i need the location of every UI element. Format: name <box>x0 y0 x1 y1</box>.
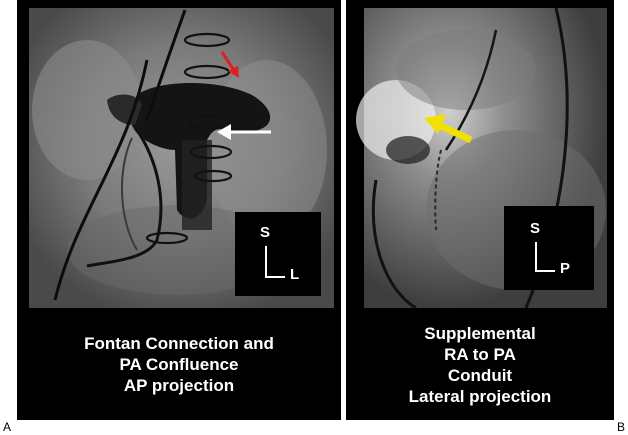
orientation-left: L <box>290 266 300 283</box>
caption-b: Supplemental RA to PA Conduit Lateral pr… <box>346 323 614 407</box>
caption-line: Lateral projection <box>408 387 552 406</box>
panel-a: S L Fontan Connection and PA Confluence … <box>17 0 341 420</box>
orientation-bracket <box>265 246 285 278</box>
orientation-indicator-b: S P <box>504 206 594 290</box>
caption-line: Fontan Connection and <box>84 334 274 353</box>
yellow-arrow-icon <box>424 114 473 144</box>
red-arrow-icon <box>220 51 239 78</box>
panel-label-a: A <box>3 420 12 434</box>
orientation-superior: S <box>260 224 271 241</box>
caption-line: AP projection <box>123 376 235 395</box>
angiogram-ap-image <box>29 8 334 308</box>
orientation-posterior: P <box>560 260 571 277</box>
caption-line: RA to PA <box>444 345 516 364</box>
orientation-superior: S <box>530 220 541 237</box>
caption-line: Supplemental <box>424 324 536 343</box>
orientation-indicator-a: S L <box>235 212 321 296</box>
caption-line: PA Confluence <box>119 355 239 374</box>
panel-b: S P Supplemental RA to PA Conduit Latera… <box>346 0 614 420</box>
caption-a: Fontan Connection and PA Confluence AP p… <box>17 333 341 396</box>
panel-label-b: B <box>617 420 626 434</box>
orientation-bracket <box>535 242 555 272</box>
caption-line: Conduit <box>447 366 513 385</box>
white-arrow-icon <box>217 124 271 140</box>
